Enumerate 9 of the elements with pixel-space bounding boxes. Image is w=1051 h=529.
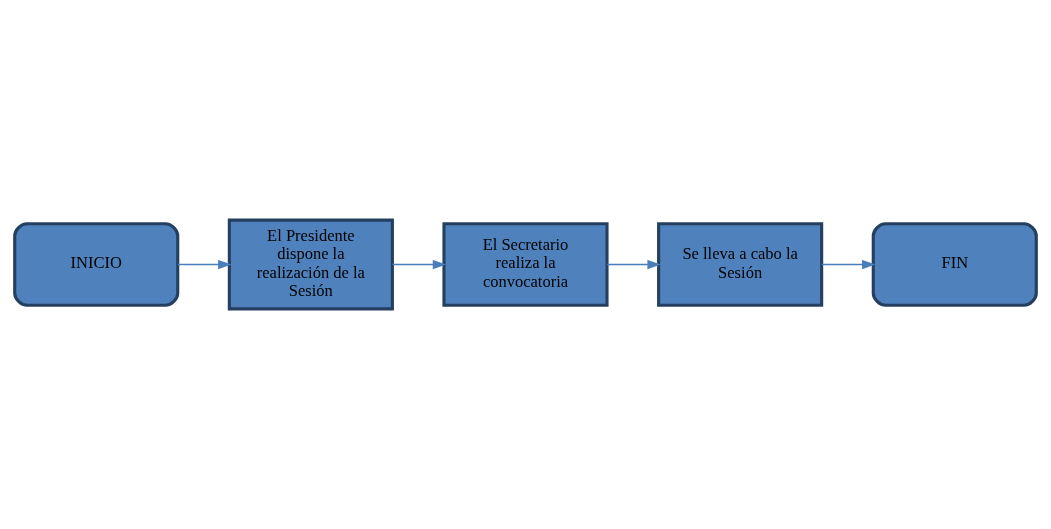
node-box: El Secretario realiza la convocatoria (442, 222, 609, 307)
node-box: FIN (871, 222, 1038, 307)
arrow (391, 259, 447, 270)
arrow (177, 259, 232, 270)
arrow (821, 259, 876, 270)
node-box: INICIO (13, 222, 180, 307)
node-box: El Presidente dispone la realización de la Sesión (227, 218, 394, 311)
arrow (606, 259, 661, 270)
node-box: Se lleva a cabo la Sesión (657, 222, 824, 307)
